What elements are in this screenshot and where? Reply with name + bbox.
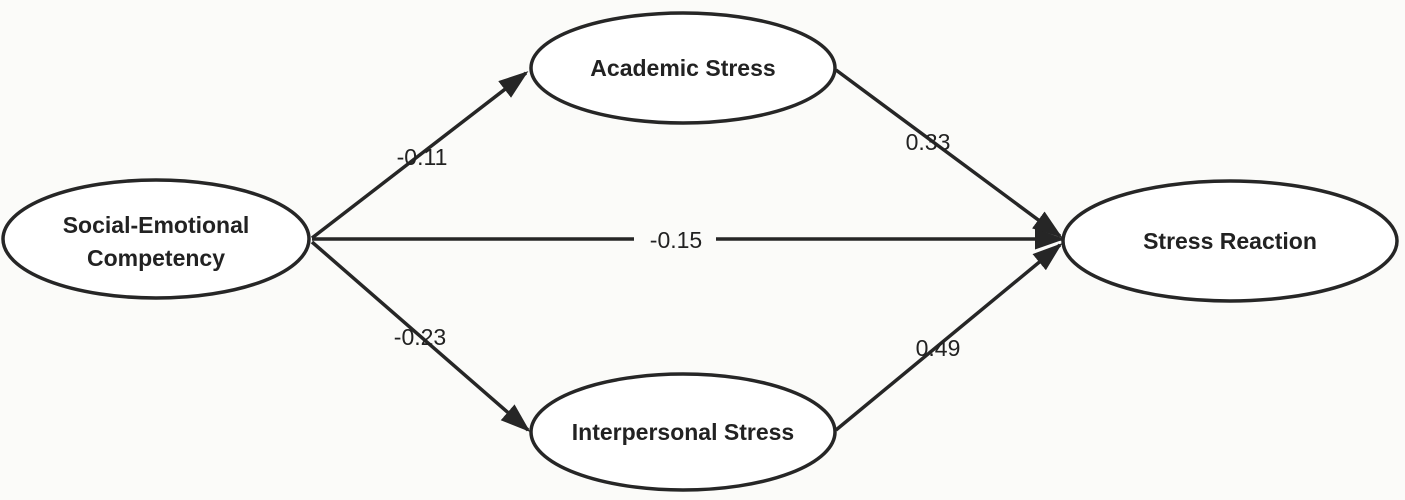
node-sec-line1: Social-Emotional [63,212,250,238]
coef-sec-to-interpersonal: -0.23 [394,324,446,350]
node-social-emotional-competency: Social-Emotional Competency [1,178,311,300]
node-academic-stress: Academic Stress [529,11,837,125]
node-interpersonal-label: Interpersonal Stress [572,419,794,445]
arrow-sec-to-academic [310,71,529,240]
arrow-academic-to-reaction [834,68,1063,238]
node-academic-label: Academic Stress [590,55,775,81]
node-sec-line2: Competency [87,245,225,271]
node-reaction-label: Stress Reaction [1143,228,1317,254]
arrow-sec-to-interpersonal [310,240,531,432]
coef-sec-to-reaction: -0.15 [650,227,702,253]
arrow-interpersonal-to-reaction [834,243,1063,432]
node-interpersonal-stress: Interpersonal Stress [529,372,837,492]
coef-sec-to-academic: -0.11 [397,144,448,170]
coef-interpersonal-to-reaction: 0.49 [916,335,961,361]
coef-academic-to-reaction: 0.33 [906,129,951,155]
node-stress-reaction: Stress Reaction [1061,179,1399,303]
coef-bg [634,226,716,254]
